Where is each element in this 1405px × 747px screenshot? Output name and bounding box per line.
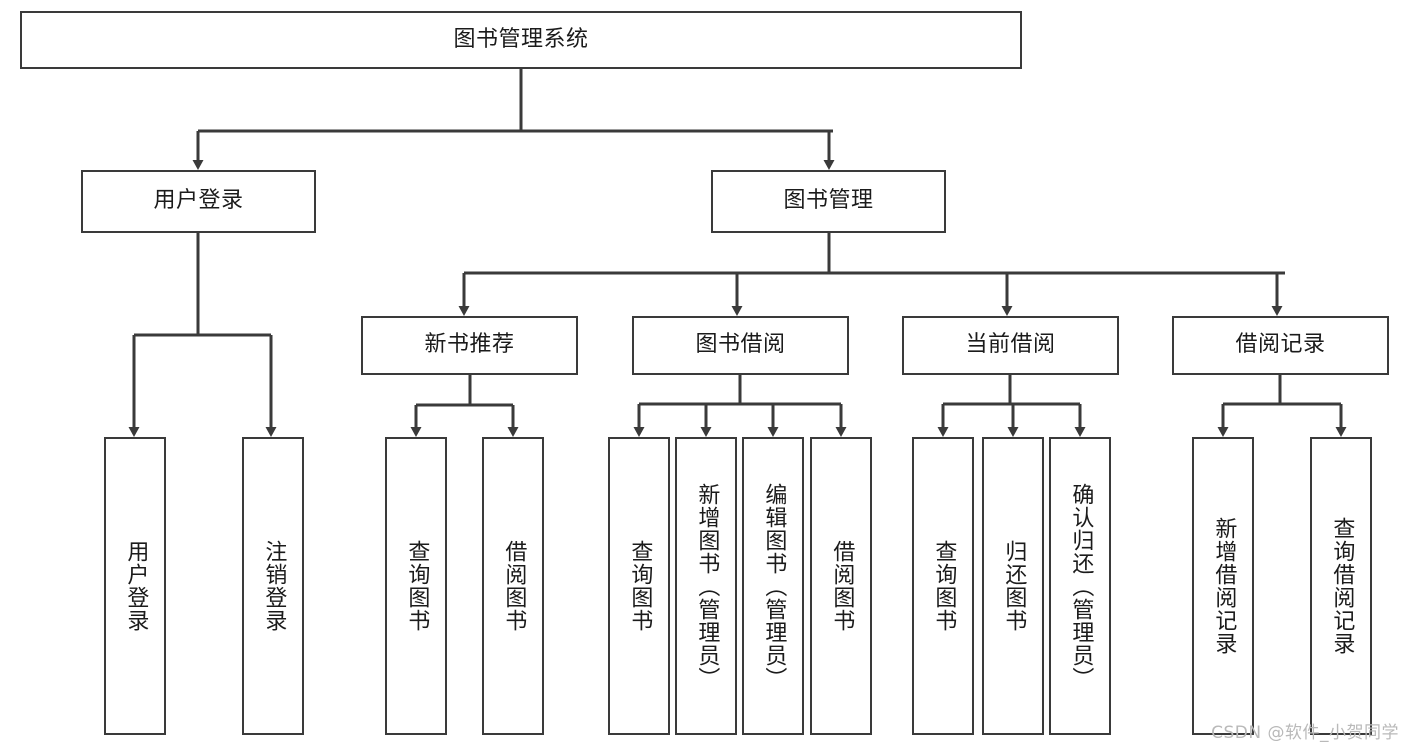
node-leaf-borrow-book-1[interactable]: 借阅图书 bbox=[482, 437, 544, 735]
node-root-label: 图书管理系统 bbox=[453, 26, 589, 52]
node-book-borrow-label: 图书借阅 bbox=[695, 332, 786, 358]
node-new-book-recommend[interactable]: 新书推荐 bbox=[361, 316, 578, 375]
node-leaf-borrow-book-2-label: 借阅图书 bbox=[829, 540, 855, 632]
csdn-watermark: CSDN @软件_小贺同学 bbox=[1211, 723, 1399, 743]
node-leaf-query-book-2[interactable]: 查询图书 bbox=[608, 437, 670, 735]
node-borrow-record-label: 借阅记录 bbox=[1235, 332, 1326, 358]
node-leaf-query-book-1-label: 查询图书 bbox=[404, 540, 430, 632]
node-book-management[interactable]: 图书管理 bbox=[711, 170, 946, 233]
node-leaf-edit-book[interactable]: 编辑图书（管理员） bbox=[742, 437, 804, 735]
node-leaf-add-record-label: 新增借阅记录 bbox=[1211, 517, 1237, 655]
node-leaf-add-record[interactable]: 新增借阅记录 bbox=[1192, 437, 1254, 735]
node-leaf-logout[interactable]: 注销登录 bbox=[242, 437, 304, 735]
node-leaf-borrow-book-1-label: 借阅图书 bbox=[501, 540, 527, 632]
node-leaf-query-book-1[interactable]: 查询图书 bbox=[385, 437, 447, 735]
node-new-book-recommend-label: 新书推荐 bbox=[424, 332, 515, 358]
node-borrow-record[interactable]: 借阅记录 bbox=[1172, 316, 1389, 375]
node-book-management-label: 图书管理 bbox=[783, 188, 874, 214]
node-leaf-user-login-label: 用户登录 bbox=[123, 540, 149, 632]
node-user-login[interactable]: 用户登录 bbox=[81, 170, 316, 233]
node-current-borrow[interactable]: 当前借阅 bbox=[902, 316, 1119, 375]
node-leaf-query-record-label: 查询借阅记录 bbox=[1329, 517, 1355, 655]
node-leaf-query-book-2-label: 查询图书 bbox=[627, 540, 653, 632]
node-leaf-query-book-3-label: 查询图书 bbox=[931, 540, 957, 632]
node-leaf-return-book-label: 归还图书 bbox=[1001, 540, 1027, 632]
node-user-login-label: 用户登录 bbox=[153, 188, 244, 214]
node-leaf-edit-book-label: 编辑图书（管理员） bbox=[761, 482, 787, 690]
node-leaf-query-record[interactable]: 查询借阅记录 bbox=[1310, 437, 1372, 735]
node-root[interactable]: 图书管理系统 bbox=[20, 11, 1022, 69]
node-leaf-user-login[interactable]: 用户登录 bbox=[104, 437, 166, 735]
node-leaf-confirm-return[interactable]: 确认归还（管理员） bbox=[1049, 437, 1111, 735]
node-leaf-logout-label: 注销登录 bbox=[261, 540, 287, 632]
node-book-borrow[interactable]: 图书借阅 bbox=[632, 316, 849, 375]
node-current-borrow-label: 当前借阅 bbox=[965, 332, 1056, 358]
node-leaf-add-book-label: 新增图书（管理员） bbox=[694, 482, 720, 690]
node-leaf-confirm-return-label: 确认归还（管理员） bbox=[1068, 482, 1094, 690]
node-leaf-add-book[interactable]: 新增图书（管理员） bbox=[675, 437, 737, 735]
node-leaf-return-book[interactable]: 归还图书 bbox=[982, 437, 1044, 735]
node-leaf-borrow-book-2[interactable]: 借阅图书 bbox=[810, 437, 872, 735]
node-leaf-query-book-3[interactable]: 查询图书 bbox=[912, 437, 974, 735]
